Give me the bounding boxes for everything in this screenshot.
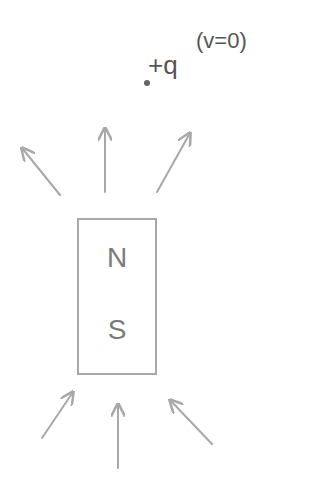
charge-dot xyxy=(144,80,150,86)
field-arrow xyxy=(22,148,60,195)
field-arrow xyxy=(42,392,73,438)
bar-magnet: NS xyxy=(77,218,157,375)
field-arrow xyxy=(157,133,190,192)
pole-label: S xyxy=(108,316,127,344)
field-arrow xyxy=(170,400,212,444)
field-arrow xyxy=(117,404,119,468)
velocity-note: (v=0) xyxy=(196,30,247,52)
charge-label: +q xyxy=(148,52,178,78)
field-arrow xyxy=(104,128,106,192)
pole-label: N xyxy=(107,244,127,272)
